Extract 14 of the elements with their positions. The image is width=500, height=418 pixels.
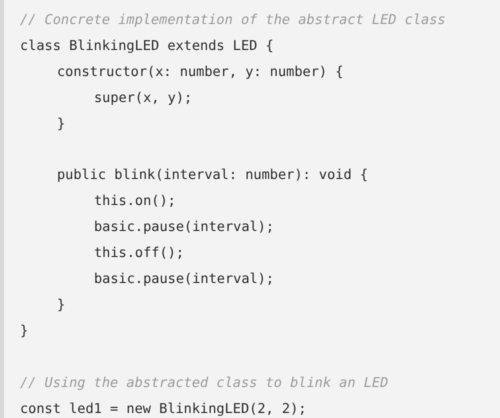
code-line: } xyxy=(20,322,28,340)
code-line: public blink(interval: number): void { xyxy=(57,166,368,184)
code-line: this.off(); xyxy=(94,244,184,262)
code-line: class BlinkingLED extends LED { xyxy=(20,36,274,55)
code-line: basic.pause(interval); xyxy=(94,218,274,236)
code-line: } xyxy=(57,296,66,314)
code-comment: // Using the abstracted class to blink an LED xyxy=(20,374,388,392)
code-comment: // Concrete implementation of the abstract LED class xyxy=(20,11,446,29)
code-line: this.on(); xyxy=(94,192,176,210)
code-line: super(x, y); xyxy=(94,88,192,107)
code-line: } xyxy=(57,114,66,133)
code-line: const led1 = new BlinkingLED(2, 2); xyxy=(20,400,306,418)
code-line: constructor(x: number, y: number) { xyxy=(57,62,344,81)
code-line: basic.pause(interval); xyxy=(94,270,274,288)
